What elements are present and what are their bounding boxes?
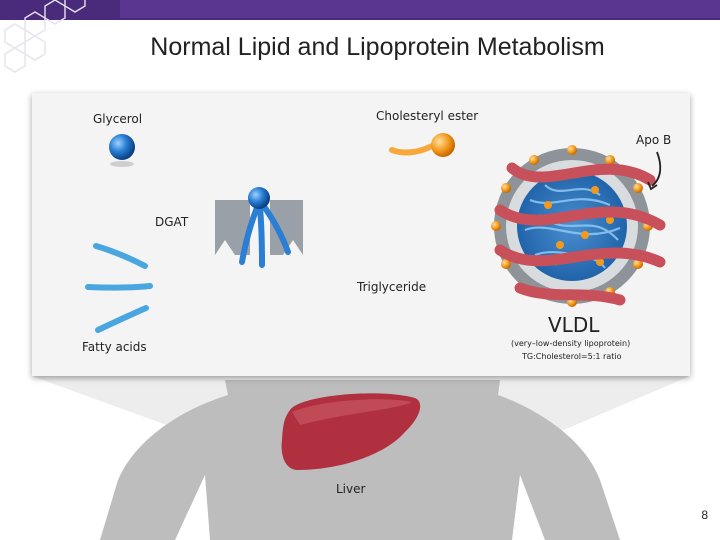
page-number: 8 (701, 508, 708, 522)
slide-title: Normal Lipid and Lipoprotein Metabolism (150, 33, 605, 61)
vldl-particle-icon (491, 145, 666, 307)
triglyceride-label: Triglyceride (357, 280, 427, 294)
apo-b-arrow-icon (651, 151, 662, 187)
vldl-full-name: (very–low-density lipoprotein) (511, 339, 631, 348)
cholesteryl-ester-icon (389, 133, 455, 157)
dgat-label: DGAT (155, 215, 189, 229)
vldl-title: VLDL (548, 313, 600, 337)
glycerol-icon (109, 134, 135, 167)
glycerol-label: Glycerol (93, 112, 143, 126)
header-bar-accent (120, 0, 720, 18)
fatty-acids-label: Fatty acids (82, 340, 147, 354)
apo-b-label: Apo B (636, 133, 672, 147)
vldl-ratio: TG:Cholesterol=5:1 ratio (522, 352, 622, 361)
liver-label: Liver (336, 482, 366, 496)
hexagon-pattern-icon (4, 0, 86, 73)
dgat-enzyme-icon (215, 187, 303, 268)
cholesteryl-ester-label: Cholesteryl ester (376, 109, 479, 123)
body-silhouette (100, 380, 620, 540)
fatty-acids-icon (85, 243, 153, 333)
